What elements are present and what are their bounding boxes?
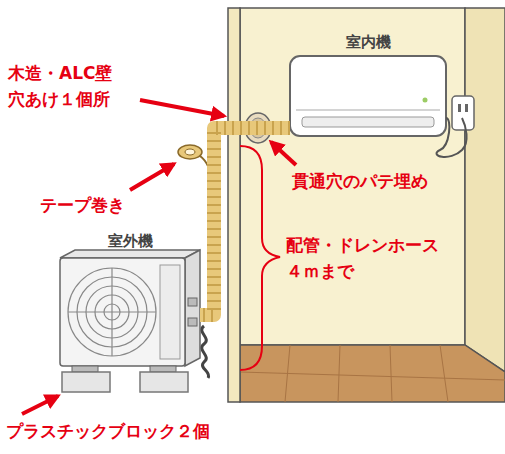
wall-edge	[228, 8, 240, 402]
unit-foot	[72, 366, 98, 372]
fan-grille	[68, 268, 156, 356]
leader-arrow	[22, 396, 58, 414]
callout-label: プラスチックブロック２個	[6, 418, 306, 444]
outdoor-unit-side	[185, 250, 200, 366]
floor-planks	[240, 345, 505, 402]
side-wall	[465, 8, 505, 372]
drain-hose	[202, 326, 209, 378]
outdoor-unit-top	[60, 250, 200, 258]
plastic-block	[62, 372, 110, 392]
bracket	[240, 146, 280, 370]
outdoor-unit	[60, 258, 185, 366]
indoor-unit	[290, 56, 446, 136]
leader-arrow	[271, 142, 296, 165]
unit-box: 室内機	[290, 56, 446, 136]
tape-roll-core	[185, 149, 195, 155]
unit-box: 室外機	[60, 255, 200, 367]
power-cord	[437, 118, 467, 157]
leader-arrow	[130, 164, 174, 190]
callout-label: テープ巻き	[40, 192, 150, 218]
unit-label: 室外機	[108, 232, 153, 251]
indoor-unit-seam	[296, 109, 440, 110]
pipe-group	[200, 128, 290, 315]
leader-arrow	[140, 100, 224, 116]
outlet	[452, 96, 474, 130]
outdoor-panel	[160, 265, 180, 359]
pipe-tape-stripes	[200, 128, 290, 315]
outlet-slot	[458, 104, 461, 112]
indoor-unit-louver	[302, 117, 434, 127]
refrigerant-pipe	[200, 128, 290, 315]
tape-roll	[178, 145, 202, 159]
valve	[188, 318, 197, 326]
callout-label: 配管・ドレンホース ４ｍまで	[286, 232, 476, 285]
valve	[188, 298, 197, 306]
callout-label: 貫通穴のパテ埋め	[292, 168, 492, 194]
plastic-block	[140, 372, 188, 392]
unit-foot	[150, 366, 176, 372]
floor	[240, 345, 505, 402]
callout-label: 木造・ALC壁 穴あけ１個所	[8, 60, 138, 113]
unit-label: 室内機	[346, 33, 391, 52]
outlet-slot	[465, 104, 468, 112]
indicator	[423, 98, 428, 103]
